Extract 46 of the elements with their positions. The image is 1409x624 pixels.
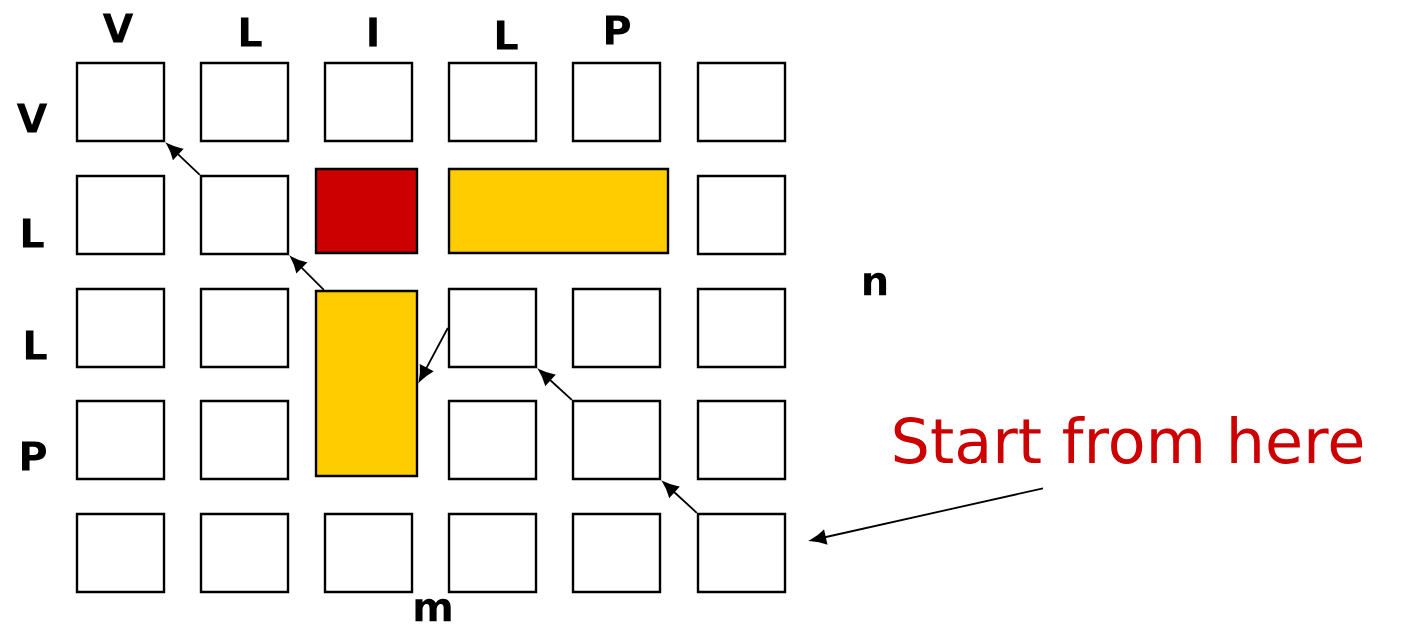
- grid-cell: [696, 399, 787, 481]
- arrow: [662, 481, 698, 514]
- axis-letter: V: [102, 13, 134, 43]
- grid-cell: [447, 512, 538, 594]
- grid-cell: [571, 287, 662, 369]
- arrow: [418, 327, 449, 382]
- grid-cell: [447, 287, 538, 369]
- axis-letter: L: [22, 218, 44, 248]
- axis-letter: P: [22, 441, 46, 471]
- grid-cell: [75, 287, 166, 369]
- grid-cell: [447, 399, 538, 481]
- arrow: [166, 143, 201, 176]
- annotation-text: Start from here: [894, 416, 1363, 464]
- grid-cell: [571, 399, 662, 481]
- grid-cell: [199, 512, 290, 594]
- grid-cell: [199, 61, 290, 143]
- grid-cell: [75, 174, 166, 256]
- axis-letter: I: [369, 17, 377, 47]
- grid-cell: [199, 287, 290, 369]
- highlight-band: [314, 289, 419, 478]
- axis-letter: P: [606, 15, 630, 45]
- grid-cell: [696, 287, 787, 369]
- grid-cell: [696, 174, 787, 256]
- grid-cell: [571, 512, 662, 594]
- highlight-band: [447, 167, 670, 255]
- grid-cell: [696, 61, 787, 143]
- axis-letter: L: [496, 20, 518, 50]
- grid-cell: [75, 399, 166, 481]
- grid-cell: [75, 512, 166, 594]
- highlight-box: [314, 167, 419, 255]
- axis-letter: V: [16, 103, 48, 133]
- arrow: [290, 256, 325, 291]
- axis-letter: L: [240, 17, 262, 47]
- grid-cell: [696, 512, 787, 594]
- grid-cell: [199, 399, 290, 481]
- grid-cell: [447, 61, 538, 143]
- axis-letter: n: [864, 272, 887, 296]
- grid-cell: [199, 174, 290, 256]
- grid-cell: [323, 61, 414, 143]
- axis-letter: m: [415, 598, 451, 622]
- grid-cell: [75, 61, 166, 143]
- grid-cell: [571, 61, 662, 143]
- axis-letter: L: [25, 330, 47, 360]
- arrow: [810, 487, 1044, 545]
- grid-cell: [323, 512, 414, 594]
- arrow: [538, 369, 573, 401]
